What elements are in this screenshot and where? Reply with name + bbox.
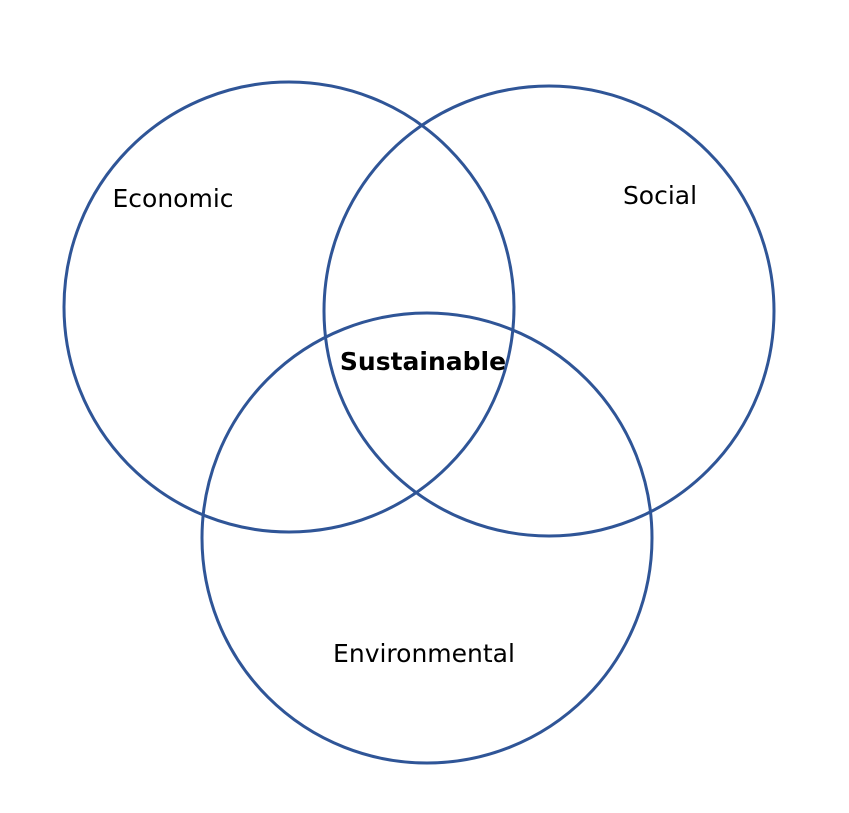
- sustainable-label: Sustainable: [340, 347, 506, 376]
- environmental-label: Environmental: [333, 639, 515, 668]
- economic-label: Economic: [112, 184, 233, 213]
- economic-circle: [62, 80, 516, 534]
- environmental-circle: [200, 311, 654, 765]
- social-circle: [322, 84, 776, 538]
- social-label: Social: [623, 181, 697, 210]
